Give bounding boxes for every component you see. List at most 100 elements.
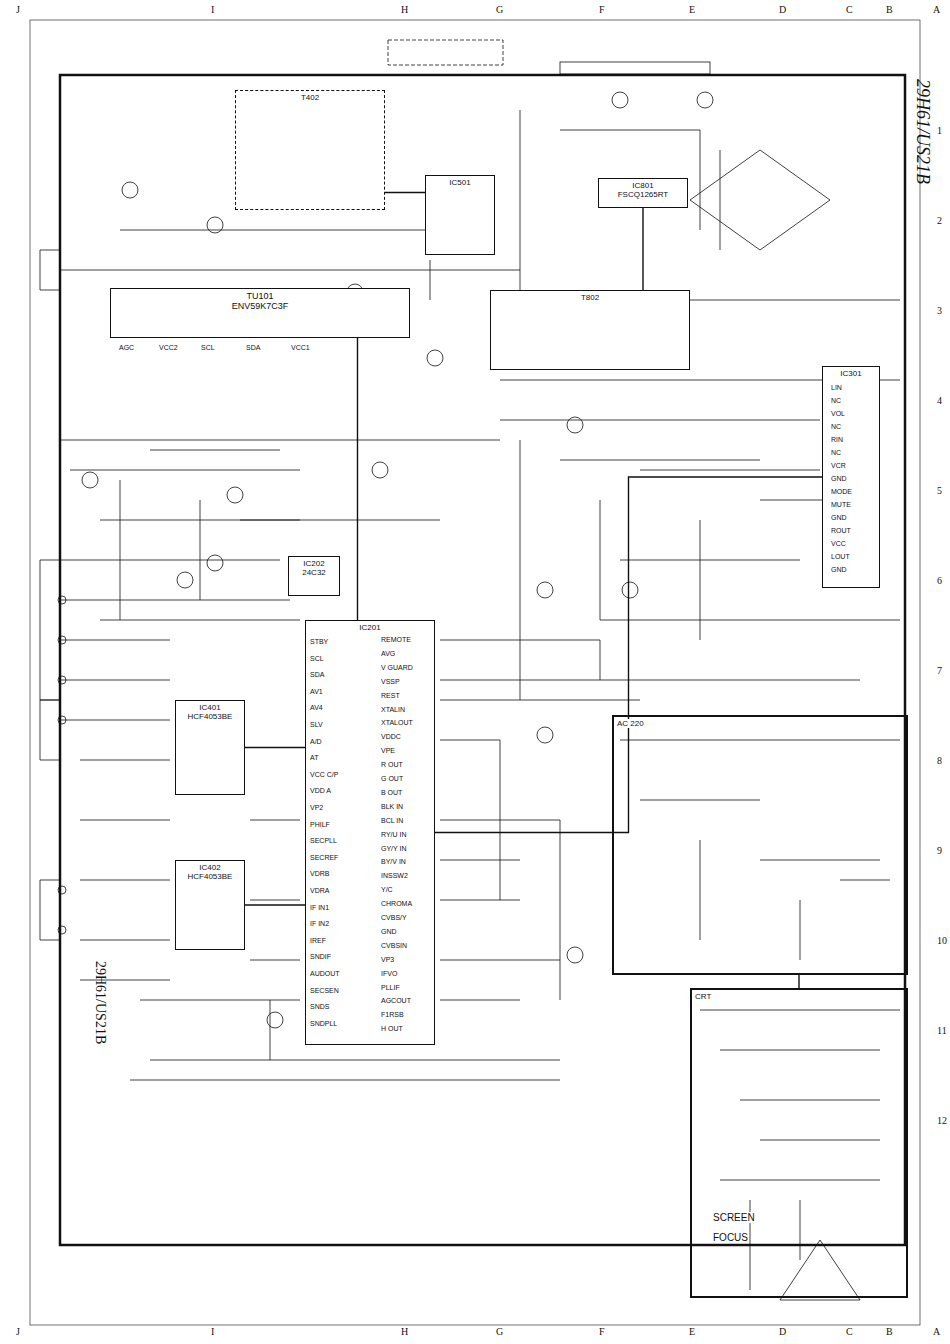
grid-reference: 7: [936, 665, 943, 676]
grid-reference: B: [885, 4, 894, 15]
signal-wire: [245, 747, 305, 748]
wire-group: [30, 20, 920, 1325]
signal-wire: [435, 477, 822, 833]
pin-name: AGCOUT: [380, 997, 412, 1005]
signal-wire: [357, 338, 358, 620]
grid-reference: I: [210, 1326, 215, 1337]
pin-name: SECPLL: [309, 837, 338, 845]
component-box: IC801FSCQ1265RT: [598, 178, 688, 208]
grid-reference: 3: [936, 305, 943, 316]
transistor-symbol: [207, 555, 223, 571]
pin-name: RIN: [830, 436, 844, 444]
frame: [30, 20, 920, 1325]
wire: [40, 250, 60, 940]
wire: [500, 380, 900, 700]
relay-symbol: [697, 92, 713, 108]
pin-name: VCC C/P: [309, 771, 339, 779]
pin-name: BLK IN: [380, 803, 404, 811]
part-reference: CRT: [695, 992, 711, 1001]
wire: [700, 1010, 900, 1300]
fuse-holder: [560, 62, 710, 74]
transistor-symbol: [82, 472, 98, 488]
grid-reference: J: [15, 4, 21, 15]
pin-name: V GUARD: [380, 664, 414, 672]
part-reference: T402: [301, 93, 319, 102]
pin-name: F1RSB: [380, 1011, 405, 1019]
pin-name: AGC: [118, 344, 135, 352]
pin-name: FOCUS: [712, 1232, 749, 1243]
relay-symbol: [612, 92, 628, 108]
part-number: HCF4053BE: [188, 872, 233, 881]
grid-reference: C: [845, 1326, 854, 1337]
pin-name: CVBSIN: [380, 942, 408, 950]
pin-name: H OUT: [380, 1025, 404, 1033]
grid-reference: 11: [936, 1025, 948, 1036]
part-number: FSCQ1265RT: [618, 190, 669, 199]
component-box: IC402HCF4053BE: [175, 860, 245, 950]
pin-name: VCC: [830, 540, 847, 548]
grid-reference: 8: [936, 755, 943, 766]
jack-symbol: [58, 676, 66, 684]
pin-name: VCR: [830, 462, 847, 470]
grid-reference: E: [688, 4, 696, 15]
signal-wire: [798, 975, 799, 988]
connector-outline: [388, 40, 503, 65]
transistor-symbol: [372, 462, 388, 478]
transistor-symbol: [537, 727, 553, 743]
signal-wire: [642, 208, 643, 290]
pin-name: SDA: [245, 344, 261, 352]
wire: [60, 110, 900, 300]
pin-name: RY/U IN: [380, 831, 408, 839]
transistor-symbol: [622, 582, 638, 598]
pin-name: SNDPLL: [309, 1020, 338, 1028]
component-box: TU101ENV59K7C3F: [110, 288, 410, 338]
transistor-symbol: [537, 582, 553, 598]
part-number: 24C32: [302, 568, 326, 577]
grid-reference: 9: [936, 845, 943, 856]
signal-wire: [385, 192, 425, 193]
grid-reference: A: [932, 1326, 941, 1337]
pin-name: GY/Y IN: [380, 845, 408, 853]
pin-name: GND: [830, 475, 848, 483]
transistor-symbol: [177, 572, 193, 588]
grid-reference: G: [495, 4, 504, 15]
pin-name: INSSW2: [380, 872, 409, 880]
grid-reference: B: [885, 1326, 894, 1337]
pin-name: VCC2: [158, 344, 179, 352]
grid-reference: H: [400, 4, 409, 15]
pin-name: GND: [380, 928, 398, 936]
transistor-symbol: [567, 417, 583, 433]
pin-name: SECSEN: [309, 987, 340, 995]
pin-name: REMOTE: [380, 636, 412, 644]
pin-name: PHILF: [309, 821, 331, 829]
pin-name: NC: [830, 449, 842, 457]
pin-name: GND: [830, 514, 848, 522]
part-reference: TU101: [246, 291, 273, 301]
grid-reference: 6: [936, 575, 943, 586]
grid-reference: C: [845, 4, 854, 15]
pin-name: MUTE: [830, 501, 852, 509]
part-reference: T802: [581, 293, 599, 302]
pin-name: VP3: [380, 956, 395, 964]
grid-reference: A: [932, 4, 941, 15]
pin-name: PLLIF: [380, 984, 401, 992]
pin-name: SLV: [309, 721, 324, 729]
pin-name: NC: [830, 423, 842, 431]
part-reference: IC401: [199, 703, 220, 712]
transistor-symbol: [207, 217, 223, 233]
pin-name: VCC1: [290, 344, 311, 352]
part-reference: IC202: [303, 559, 324, 568]
pin-name: XTALOUT: [380, 719, 414, 727]
transistor-symbol: [267, 1012, 283, 1028]
pin-name: VDRB: [309, 870, 330, 878]
component-box: IC401HCF4053BE: [175, 700, 245, 795]
jack-symbol: [58, 926, 66, 934]
transistor-symbol: [567, 947, 583, 963]
pin-name: STBY: [309, 638, 329, 646]
pin-name: AV1: [309, 688, 324, 696]
model-title: 29H61/US21B: [93, 960, 108, 1045]
jack-symbol: [58, 636, 66, 644]
pin-name: Y/C: [380, 886, 394, 894]
pin-name: R OUT: [380, 761, 404, 769]
